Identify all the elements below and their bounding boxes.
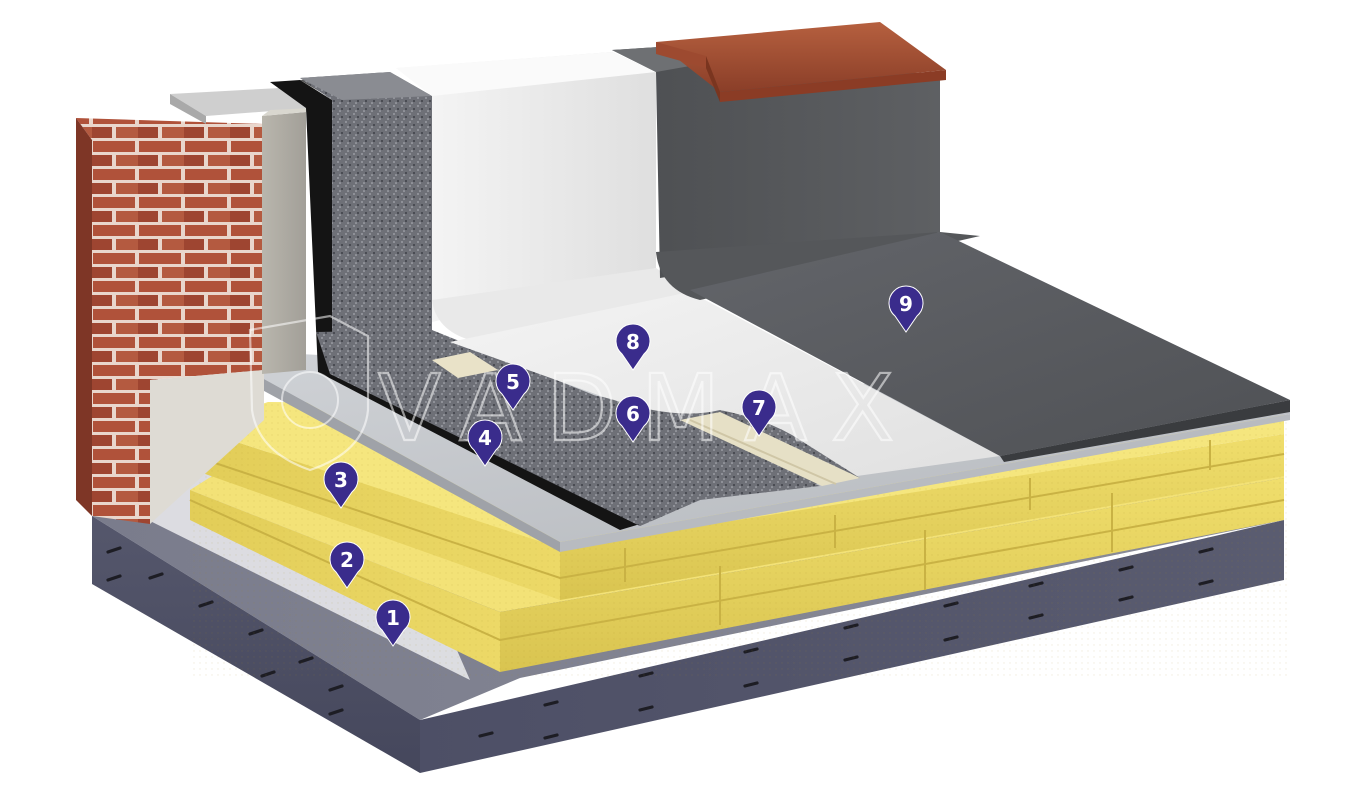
marker-pin-icon: [467, 419, 503, 467]
wall-coping-stone: [170, 88, 312, 124]
marker-pin-icon: [329, 541, 365, 589]
marker-pin-icon: [888, 285, 924, 333]
marker-label: 2: [340, 548, 354, 572]
marker-label: 8: [626, 330, 640, 354]
marker-8: 8: [615, 323, 651, 371]
marker-pin-icon: [495, 363, 531, 411]
marker-6: 6: [615, 395, 651, 443]
marker-7: 7: [741, 389, 777, 437]
marker-4: 4: [467, 419, 503, 467]
marker-3: 3: [323, 461, 359, 509]
layer-markers: 1 2 3 4 5 6 7 8 9: [323, 285, 924, 647]
marker-label: 4: [478, 426, 492, 450]
marker-pin-icon: [375, 599, 411, 647]
marker-pin-icon: [323, 461, 359, 509]
marker-label: 7: [752, 396, 766, 420]
marker-5: 5: [495, 363, 531, 411]
marker-pin-icon: [615, 323, 651, 371]
marker-9: 9: [888, 285, 924, 333]
marker-label: 9: [899, 292, 913, 316]
marker-1: 1: [375, 599, 411, 647]
marker-pin-icon: [741, 389, 777, 437]
watermark-shield-icon: [248, 314, 370, 472]
grey-membrane: [612, 44, 1290, 462]
seam-tape: [432, 352, 860, 486]
parapet-coping: [656, 22, 946, 102]
marker-label: 1: [386, 606, 400, 630]
marker-label: 6: [626, 402, 640, 426]
granular-bitumen-layer: [300, 72, 820, 526]
marker-2: 2: [329, 541, 365, 589]
marker-pin-icon: [615, 395, 651, 443]
marker-label: 5: [506, 370, 520, 394]
brick-wall: [76, 118, 264, 524]
marker-label: 3: [334, 468, 348, 492]
concrete-upstand: [262, 108, 312, 374]
